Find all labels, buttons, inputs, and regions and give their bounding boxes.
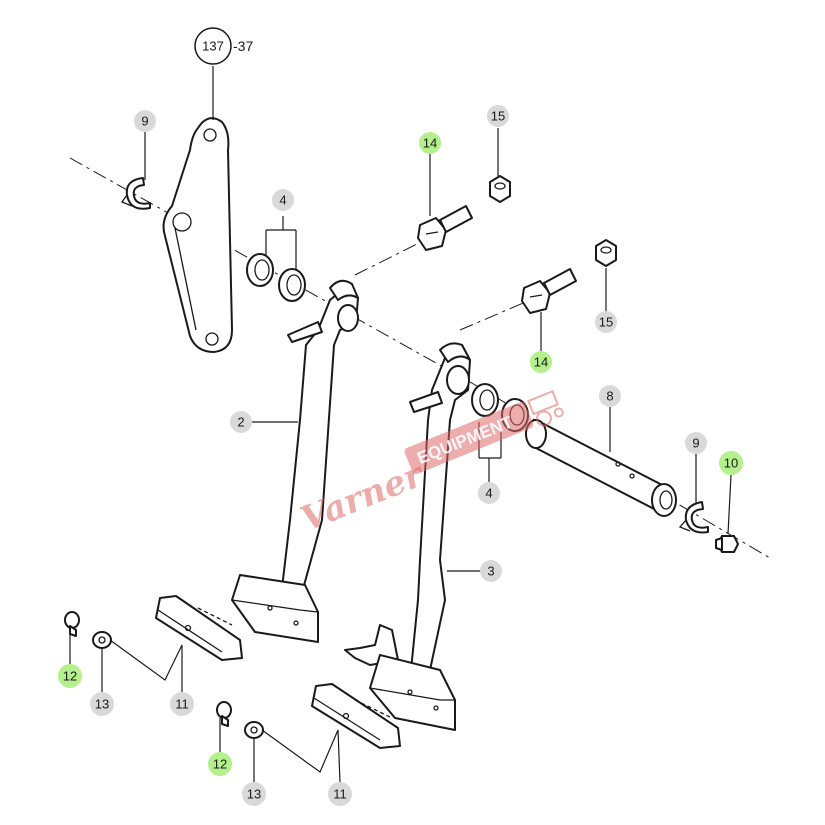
callout-badge [685, 432, 707, 454]
callout-14-upper[interactable]: 14 [419, 132, 441, 154]
washer-lower[interactable] [244, 721, 264, 739]
callout-label: 4 [485, 486, 492, 501]
bolt-upper[interactable] [417, 205, 473, 251]
pedal-arm-right[interactable] [344, 342, 471, 731]
snap-ring-left[interactable] [120, 177, 151, 210]
leader-lines [69, 66, 732, 783]
callout-label: 9 [692, 436, 699, 451]
callout-label: 15 [491, 109, 505, 124]
callout-badge [595, 311, 617, 333]
pedal-arm-left[interactable] [231, 279, 359, 643]
callout-13-upper[interactable]: 13 [90, 692, 114, 716]
bushing-pair-upper[interactable] [246, 253, 306, 302]
callout-9-right[interactable]: 9 [685, 432, 707, 454]
callout-label: 11 [175, 697, 189, 712]
callout-label: 13 [247, 787, 261, 802]
nut-upper[interactable] [489, 175, 511, 203]
callout-badge [134, 110, 156, 132]
callout-badge [719, 451, 743, 475]
callout-8[interactable]: 8 [599, 385, 621, 407]
callout-badge [478, 482, 500, 504]
pedal-shaft[interactable] [525, 419, 677, 517]
callout-badge [242, 782, 266, 806]
callout-badge [480, 560, 502, 582]
callout-label: 2 [237, 415, 244, 430]
callout-12-lower[interactable]: 12 [208, 752, 232, 776]
callout-label: 11 [333, 787, 347, 802]
callout-label: 15 [599, 315, 613, 330]
callout-label: 3 [487, 564, 494, 579]
callout-badge [58, 664, 82, 688]
callout-label: 13 [95, 697, 109, 712]
callout-badge [328, 782, 352, 806]
callout-label: 8 [606, 389, 613, 404]
washer-upper[interactable] [92, 631, 112, 649]
snap-ring-right[interactable] [678, 501, 709, 534]
callout-label: 14 [423, 136, 437, 151]
callout-10[interactable]: 10 [719, 451, 743, 475]
callout-label: 9 [141, 114, 148, 129]
callout-badge [530, 351, 552, 373]
callout-badge [90, 692, 114, 716]
callout-label: 4 [279, 193, 286, 208]
watermark-tractor-icon [527, 390, 564, 427]
pin-alignment-lines [197, 607, 393, 719]
callout-badge [419, 132, 441, 154]
callout-9-left[interactable]: 9 [134, 110, 156, 132]
assembly-reference: 137 -37 [194, 27, 253, 65]
clevis-pin-lower[interactable] [216, 701, 232, 727]
callout-14-lower[interactable]: 14 [530, 351, 552, 373]
assembly-ref-number: 137 [202, 39, 224, 54]
callout-badge [230, 411, 252, 433]
callout-4-upper[interactable]: 4 [272, 189, 294, 211]
nut-lower[interactable] [595, 239, 617, 267]
callout-11-upper[interactable]: 11 [170, 692, 194, 716]
callouts: 9 4 14 15 15 14 2 8 [58, 105, 743, 806]
callout-badge [272, 189, 294, 211]
assembly-ref-suffix: -37 [233, 38, 253, 54]
callout-badge [487, 105, 509, 127]
callout-4-lower[interactable]: 4 [478, 482, 500, 504]
callout-15-upper[interactable]: 15 [487, 105, 509, 127]
clevis-pin-upper[interactable] [64, 611, 80, 637]
linkage-plate[interactable] [162, 117, 233, 353]
pedal-pad-lower[interactable] [311, 683, 401, 749]
callout-label: 10 [724, 456, 738, 471]
watermark-box [404, 401, 534, 475]
pedal-pad-upper[interactable] [155, 595, 243, 661]
callout-2[interactable]: 2 [230, 411, 252, 433]
callout-label: 14 [534, 355, 548, 370]
callout-badge [208, 752, 232, 776]
assembly-ref-circle [194, 27, 232, 65]
callout-label: 12 [213, 757, 227, 772]
callout-badge [599, 385, 621, 407]
grease-fitting[interactable] [715, 535, 739, 553]
callout-3[interactable]: 3 [480, 560, 502, 582]
callout-15-lower[interactable]: 15 [595, 311, 617, 333]
callout-11-lower[interactable]: 11 [328, 782, 352, 806]
callout-label: 12 [63, 669, 77, 684]
callout-badge [170, 692, 194, 716]
callout-13-lower[interactable]: 13 [242, 782, 266, 806]
callout-12-upper[interactable]: 12 [58, 664, 82, 688]
bolt-lower[interactable] [521, 268, 577, 314]
